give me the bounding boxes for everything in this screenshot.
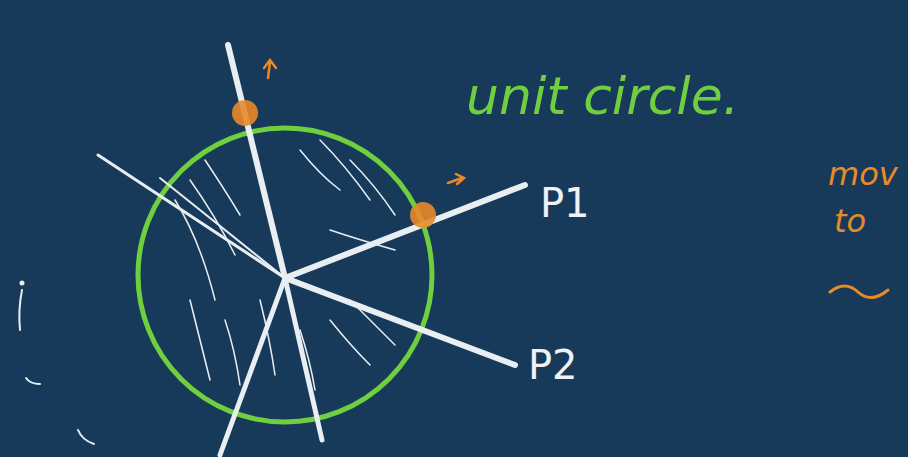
point-label: P2 (528, 345, 578, 385)
point-label: P1 (540, 183, 590, 223)
note-text: mov (828, 158, 898, 190)
intersection-points (232, 100, 436, 228)
note-text: to (834, 205, 866, 237)
hatching (175, 140, 395, 390)
margin-marks (19, 282, 94, 445)
motion-arrows (264, 60, 888, 298)
rays (98, 45, 525, 455)
circle-caption: unit circle. (466, 70, 739, 122)
